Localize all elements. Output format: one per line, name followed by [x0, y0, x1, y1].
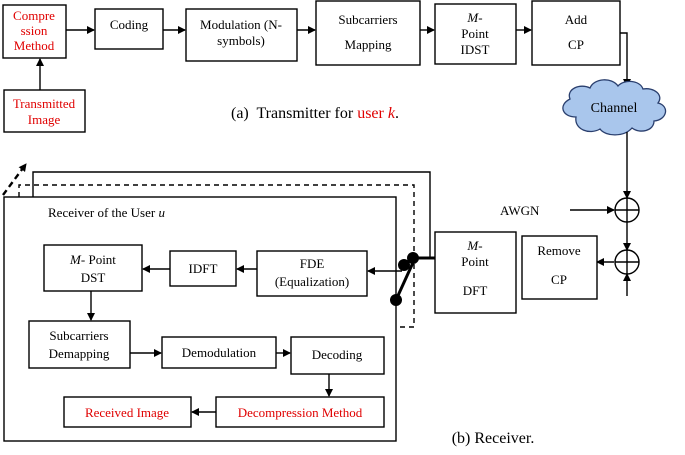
- modulation-label-2: symbols): [217, 33, 265, 48]
- receiver-labels: FDE (Equalization) IDFT M- Point DST Sub…: [49, 252, 363, 420]
- receiver-front-labels: Remove CP M- Point DFT: [461, 238, 581, 298]
- receiver-user-title-text: Receiver of the User: [48, 205, 158, 220]
- idst-label-idst: IDST: [461, 42, 490, 57]
- received-image-block: [63, 396, 192, 428]
- add-cp-label-2: CP: [568, 37, 584, 52]
- feedback-dashed-arrow: [2, 163, 27, 196]
- idft-label: IDFT: [189, 261, 218, 276]
- dst-label-rest: - Point: [81, 252, 116, 267]
- channel-cloud: Channel: [562, 79, 667, 136]
- receiver-arrows: [87, 265, 333, 416]
- receiver-blocks: [28, 244, 385, 428]
- remove-cp-label-1: Remove: [537, 243, 581, 258]
- demapping-label-1: Subcarriers: [49, 328, 108, 343]
- dst-label-1: M- Point: [69, 252, 116, 267]
- subcarriers-mapping-label-1: Subcarriers: [338, 12, 397, 27]
- coding-block: [94, 8, 164, 50]
- remove-cp-block: [521, 235, 598, 300]
- transmitter-caption-suffix: .: [395, 105, 399, 122]
- modulation-block: [185, 8, 298, 62]
- transmitter-caption-k: k: [388, 105, 396, 122]
- transmitter-caption: (a) Transmitter for user k.: [231, 105, 399, 122]
- add-cp-label-1: Add: [565, 12, 588, 27]
- dashed-feedback-frames: [18, 171, 431, 328]
- receiver-switch: [390, 252, 435, 306]
- awgn-label: AWGN: [500, 203, 540, 218]
- transmitter-section: [2, 0, 621, 133]
- dst-block: [43, 244, 143, 292]
- subcarriers-demapping-block: [28, 320, 131, 369]
- demodulation-block: [161, 336, 277, 369]
- transmitted-image-block: [3, 89, 86, 133]
- decoding-label: Decoding: [312, 347, 363, 362]
- channel-wiring: [570, 132, 631, 296]
- demodulation-label: Demodulation: [182, 345, 257, 360]
- transmitter-labels: Compre ssion Method Coding Modulation (N…: [13, 8, 588, 127]
- adder-1: [614, 197, 640, 223]
- compression-method-block: [2, 4, 67, 59]
- receiver-user-title: Receiver of the User u: [48, 205, 165, 220]
- dft-label-m: M-: [466, 238, 482, 253]
- fde-block: [256, 250, 368, 297]
- dst-label-2: DST: [81, 270, 106, 285]
- subcarriers-mapping-label-2: Mapping: [345, 37, 392, 52]
- transmitter-caption-prefix: (a) Transmitter for: [231, 105, 357, 122]
- idst-label-m: M-: [466, 10, 482, 25]
- subcarriers-mapping-block: [315, 0, 421, 66]
- transmitted-image-label-1: Transmitted: [13, 96, 76, 111]
- channel-label: Channel: [591, 101, 638, 116]
- dst-label-m: M: [69, 252, 82, 267]
- receiver-caption: (b) Receiver.: [452, 430, 535, 447]
- add-cp-block: [531, 0, 621, 66]
- modulation-label-1: Modulation (N-: [200, 17, 282, 32]
- receiver-user-title-var: u: [158, 205, 165, 220]
- coding-label: Coding: [110, 17, 149, 32]
- receiver-front-end: [434, 231, 598, 314]
- idst-block: [434, 3, 517, 65]
- received-image-label: Received Image: [85, 405, 169, 420]
- remove-cp-label-2: CP: [551, 272, 567, 287]
- demapping-label-2: Demapping: [49, 346, 110, 361]
- transmitter-caption-user: user: [357, 105, 388, 122]
- decoding-block: [290, 336, 385, 375]
- fde-label-1: FDE: [300, 256, 325, 271]
- transmitter-arrows: [36, 26, 631, 90]
- idst-label-point: Point: [461, 26, 489, 41]
- dft-label-dft: DFT: [463, 283, 488, 298]
- dft-label-point: Point: [461, 254, 489, 269]
- compression-label-1: Compre: [13, 8, 55, 23]
- decompression-label: Decompression Method: [238, 405, 363, 420]
- dft-block: [434, 231, 517, 314]
- adder-2: [614, 249, 640, 275]
- compression-label-2: ssion: [21, 23, 48, 38]
- compression-label-3: Method: [14, 38, 55, 53]
- transmitted-image-label-2: Image: [28, 112, 61, 127]
- fde-label-2: (Equalization): [275, 274, 349, 289]
